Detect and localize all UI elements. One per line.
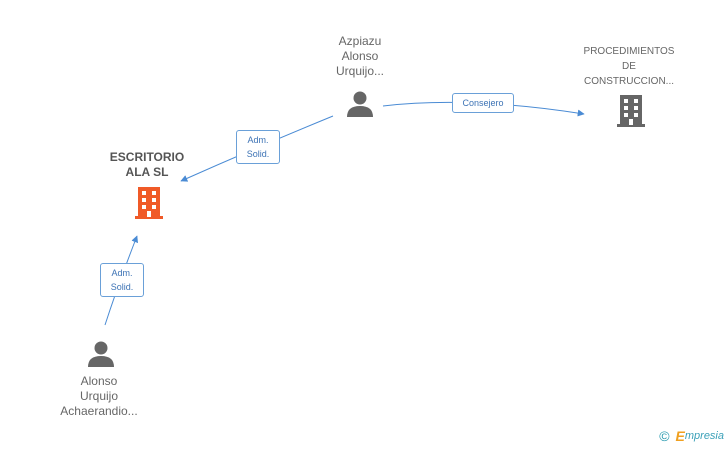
edge-label-line: Solid. [110, 282, 134, 292]
building-icon[interactable] [615, 93, 647, 129]
edge-label-line: Adm. [247, 135, 269, 145]
node-label-line: Alonso [80, 374, 118, 388]
node-label-line: ESCRITORIO [109, 150, 185, 164]
edge-label-line: Consejero [462, 98, 504, 108]
node-label-line: PROCEDIMIENTOS [583, 46, 675, 57]
node-label-line: Achaerandio... [60, 404, 138, 418]
node-label-company-main[interactable]: ESCRITORIO ALA SL [100, 150, 194, 180]
node-label-person-alonso[interactable]: Alonso Urquijo Achaerandio... [52, 374, 146, 419]
person-icon[interactable] [346, 90, 374, 118]
edge-label-alonso-to-main[interactable]: Adm. Solid. [100, 263, 144, 297]
node-label-company-proc[interactable]: PROCEDIMIENTOS DE CONSTRUCCION... [570, 44, 688, 89]
footer-brand: © E mpresia [659, 428, 724, 444]
node-label-person-azpiazu[interactable]: Azpiazu Alonso Urquijo... [318, 34, 402, 79]
node-label-line: ALA SL [125, 165, 169, 179]
copyright-symbol: © [659, 428, 670, 444]
brand-initial: E [675, 428, 685, 444]
edge-label-line: Adm. [111, 268, 133, 278]
building-icon[interactable] [133, 185, 165, 221]
node-label-line: CONSTRUCCION... [584, 76, 674, 87]
person-icon[interactable] [87, 340, 115, 368]
node-label-line: DE [622, 61, 636, 72]
node-label-line: Urquijo... [335, 64, 385, 78]
node-label-line: Azpiazu [338, 34, 382, 48]
edge-label-azpiazu-to-proc[interactable]: Consejero [452, 93, 514, 113]
edge-label-azpiazu-to-main[interactable]: Adm. Solid. [236, 130, 280, 164]
edge-label-line: Solid. [246, 149, 270, 159]
node-label-line: Alonso [341, 49, 379, 63]
brand-name: mpresia [684, 430, 724, 442]
node-label-line: Urquijo [79, 389, 118, 403]
